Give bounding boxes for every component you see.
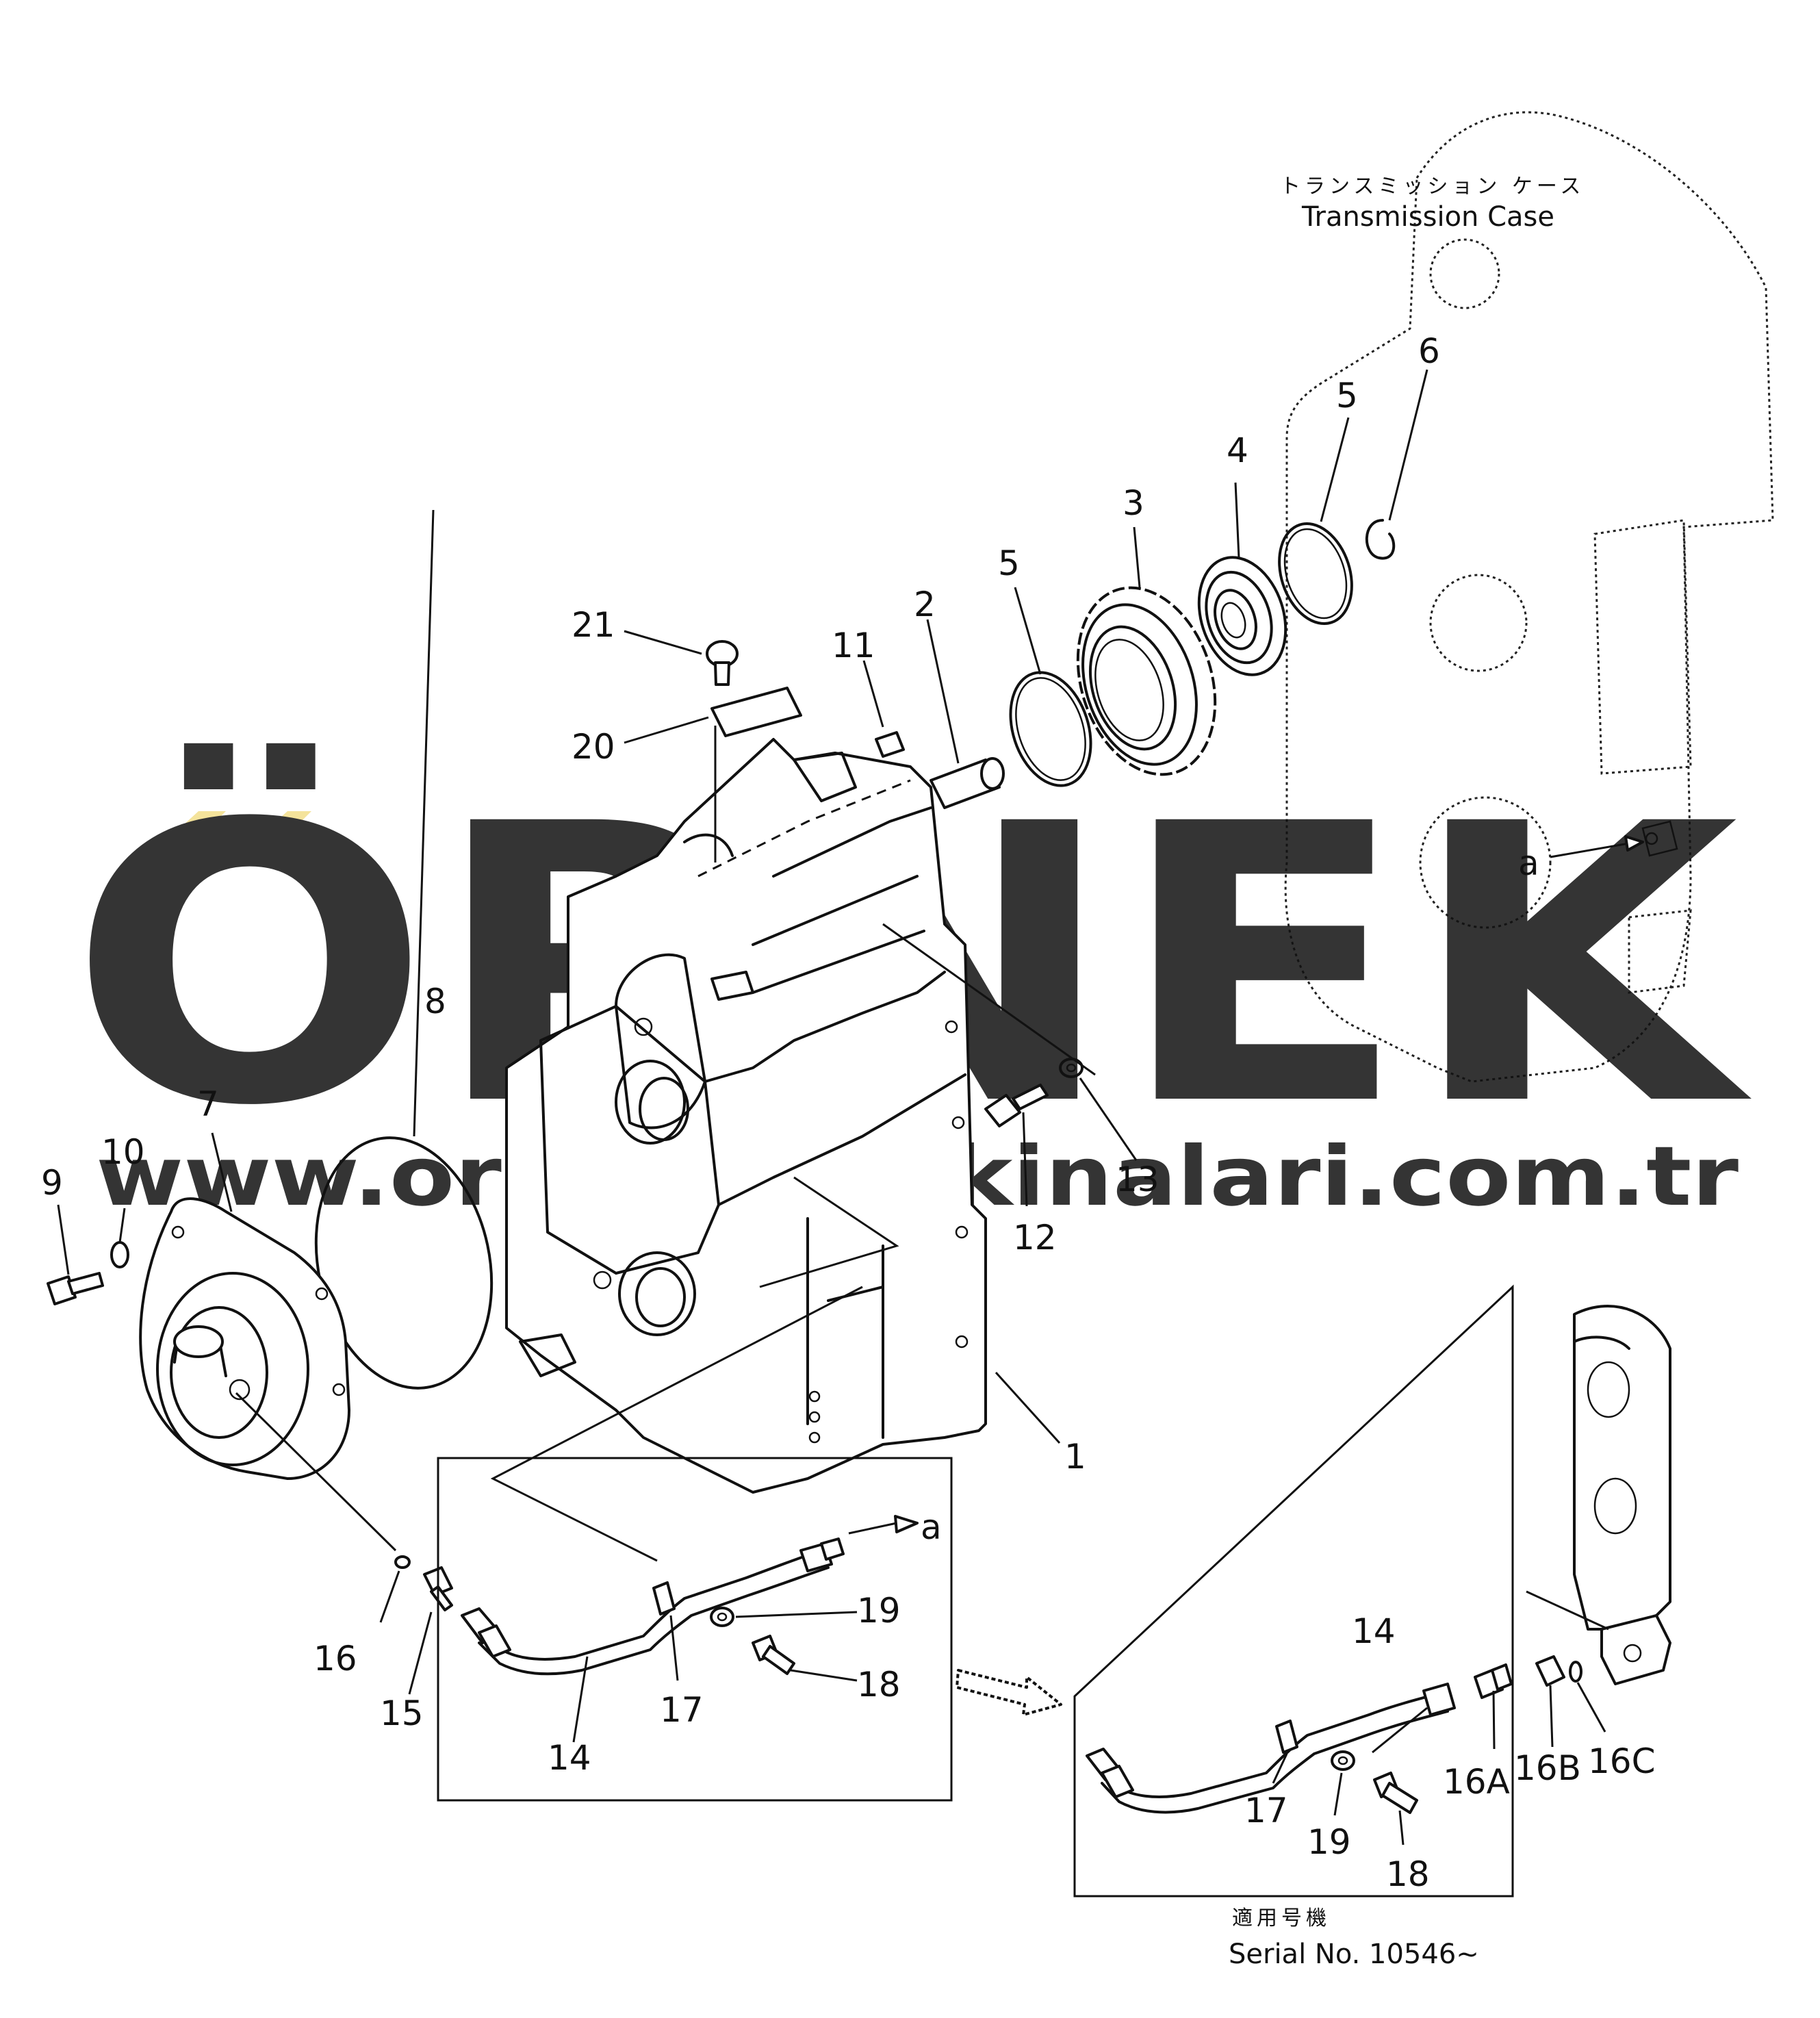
callout-2: 2 (914, 585, 936, 624)
callout-18-left: 18 (857, 1665, 901, 1704)
callout-5-left: 5 (998, 544, 1020, 583)
callout-14-left: 14 (548, 1738, 591, 1778)
callout-4: 4 (1227, 431, 1248, 470)
callout-14-right: 14 (1352, 1611, 1396, 1651)
callout-8: 8 (424, 982, 446, 1021)
case-label-en: Transmission Case (1301, 201, 1554, 233)
dowel-part-11 (875, 731, 905, 758)
callout-16: 16 (313, 1639, 357, 1678)
bolt-part-12 (984, 1084, 1049, 1127)
reference-a-top: a (1518, 843, 1539, 883)
bearing-part-4 (1197, 556, 1287, 676)
callout-3: 3 (1123, 483, 1144, 523)
callout-10: 10 (101, 1132, 145, 1172)
watermark-accent-right (246, 811, 311, 849)
case-label-jp: トランスミッション ケース (1280, 175, 1585, 199)
reference-a-arrow (1550, 842, 1630, 858)
leader-lines (57, 369, 1606, 1845)
sleeve-part-2 (930, 757, 1005, 809)
guide-line-pipe (490, 1286, 863, 1562)
detail-box-right (1073, 1284, 1671, 1898)
screw-part-21 (706, 640, 739, 686)
callout-1: 1 (1064, 1437, 1086, 1477)
snap-ring-part-6 (1365, 519, 1396, 560)
gear-part-3 (1076, 586, 1217, 776)
serial-label-jp: 適用号機 (1232, 1906, 1331, 1930)
guide-line-sleeve (697, 779, 911, 878)
reference-a-arrowhead (1624, 835, 1644, 852)
detail-box-left (437, 1457, 953, 1802)
callout-19-left: 19 (857, 1591, 901, 1631)
washer-part-10 (110, 1241, 129, 1268)
guide-line-cover (235, 1392, 397, 1552)
serial-label-en: Serial No. 10546~ (1229, 1939, 1479, 1970)
snap-ring-part-5-left (1009, 671, 1092, 787)
plate-part-20 (710, 687, 802, 737)
bolt-part-9 (47, 1272, 104, 1305)
washer-part-13 (1059, 1058, 1084, 1078)
callout-6: 6 (1418, 331, 1440, 371)
callout-15: 15 (380, 1694, 424, 1733)
callout-7: 7 (197, 1084, 219, 1124)
guide-line-bolt13 (882, 923, 1096, 1076)
snap-ring-part-5-right (1278, 522, 1353, 625)
transmission-case-outline (1284, 111, 1774, 1083)
callout-11: 11 (832, 626, 875, 665)
callout-17-right: 17 (1244, 1791, 1288, 1830)
view-arrow-icon (956, 1669, 1062, 1716)
callout-5-right: 5 (1336, 376, 1358, 416)
reference-a-pipe: a (921, 1507, 942, 1547)
callout-12: 12 (1013, 1218, 1057, 1257)
housing-part-1 (505, 738, 987, 1494)
watermark-accent-left (157, 811, 226, 849)
fitting-part-15 (423, 1566, 453, 1611)
callout-17-left: 17 (660, 1690, 704, 1730)
callout-16A: 16A (1443, 1762, 1510, 1802)
callout-18-right: 18 (1386, 1854, 1430, 1894)
callout-16B: 16B (1514, 1748, 1581, 1788)
cover-part-7 (139, 1197, 350, 1480)
o-ring-part-16 (394, 1555, 411, 1569)
callout-19-right: 19 (1307, 1822, 1351, 1862)
callout-13: 13 (1116, 1160, 1159, 1199)
callout-21: 21 (572, 605, 615, 645)
callout-20: 20 (572, 727, 615, 767)
callout-9: 9 (41, 1163, 63, 1203)
guide-line-seal (759, 1176, 899, 1288)
callout-16C: 16C (1588, 1741, 1656, 1781)
callouts: 1 2 3 4 5 5 6 7 8 9 10 11 12 13 14 14 15… (41, 331, 1656, 1894)
